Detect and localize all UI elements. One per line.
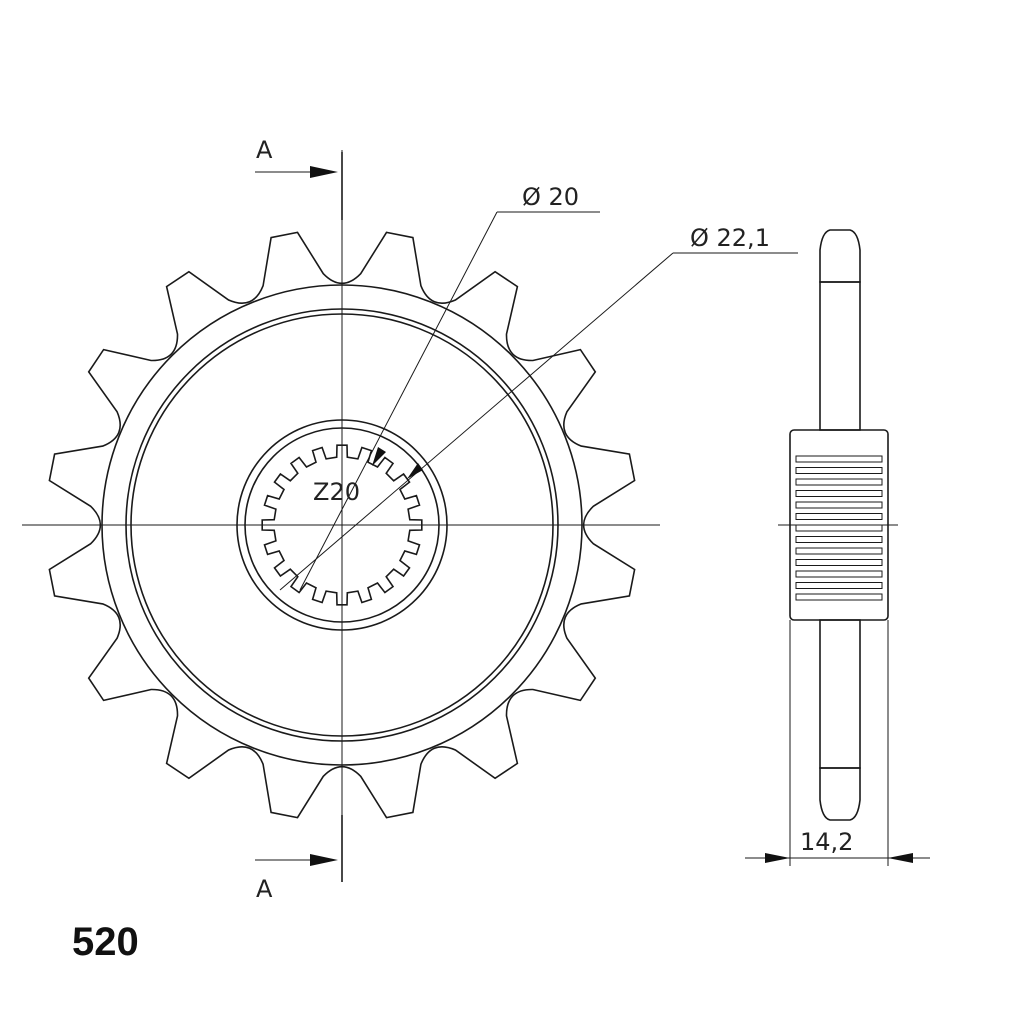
spline-rib — [795, 490, 883, 497]
thickness-dim-label: 14,2 — [800, 828, 853, 856]
section-label-bottom: A — [256, 875, 273, 903]
spline-rib — [795, 467, 883, 474]
sprocket-side-view: 14,2 — [745, 229, 930, 866]
spline-rib — [795, 501, 883, 509]
arrow-head-icon — [407, 463, 423, 479]
blade-section-top — [819, 281, 861, 431]
arrow-head-icon — [765, 853, 790, 863]
spline-rib — [795, 559, 883, 566]
spline-rib — [795, 547, 883, 555]
spline-rib — [795, 455, 883, 463]
leader-d22 — [279, 252, 674, 591]
arrow-head-icon — [888, 853, 913, 863]
dim-d20-label: Ø 20 — [522, 183, 579, 211]
arrow-head-icon — [310, 854, 338, 866]
arrow-head-icon — [372, 447, 386, 466]
spline-rib — [795, 593, 883, 601]
spline-rib — [795, 478, 883, 486]
spline-rib — [795, 570, 883, 578]
tooth-tip-profile-bottom — [819, 767, 861, 821]
spline-rib — [795, 582, 883, 589]
dim-d22-label: Ø 22,1 — [690, 224, 770, 252]
leader-d20 — [299, 211, 498, 591]
blade-section-bottom — [819, 619, 861, 769]
arrow-head-icon — [310, 166, 338, 178]
spline-rib — [795, 536, 883, 543]
tooth-tip-profile — [819, 229, 861, 283]
spline-ribs — [795, 455, 883, 601]
sprocket-outline — [48, 231, 636, 819]
spline-bore — [261, 444, 423, 606]
spline-rib — [795, 513, 883, 520]
chain-pitch-label: 520 — [72, 920, 139, 964]
spline-teeth-label: Z20 — [313, 478, 360, 506]
section-label-top: A — [256, 136, 273, 164]
sprocket-front-view: A A Ø 20 Ø 22,1 Z20 — [22, 136, 798, 903]
